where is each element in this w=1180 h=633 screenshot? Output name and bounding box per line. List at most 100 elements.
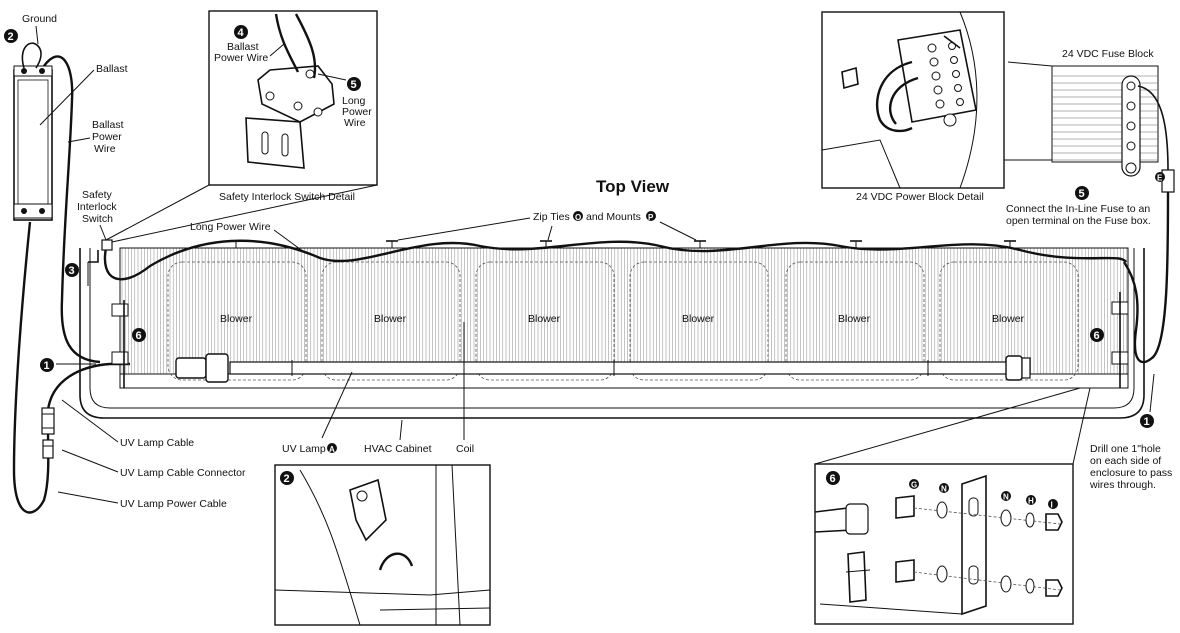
coil-label: Coil [456,443,474,455]
blowers: Blower Blower Blower Blower Blower Blowe… [167,261,1079,381]
blower-2: Blower [321,261,461,381]
power-block-terminal [956,98,964,106]
uv-lamp-cable-connector-label: UV Lamp Cable Connector [120,467,246,479]
drill-note-line-3: enclosure to pass [1090,467,1172,479]
lamp-mount-right [1111,292,1129,388]
uv-lamp-label: UV Lamp [282,443,326,455]
ground-label: Ground [22,13,57,25]
svg-text:1: 1 [44,360,50,372]
fuse-block-label: 24 VDC Fuse Block [1062,48,1154,60]
svg-text:N: N [941,485,947,494]
interlock-ballast-power-wire-label-2: Power Wire [214,52,268,64]
safety-interlock-switch [87,239,113,286]
marker-n-1: N [939,483,949,494]
fuse-note-line-2: open terminal on the Fuse box. [1006,215,1151,227]
coil [121,248,1128,374]
blower-3: Blower [475,261,615,381]
marker-g: G [909,479,919,490]
marker-4: 4 [234,25,248,39]
svg-text:2: 2 [284,473,290,485]
zip-tie-mounts [230,240,1016,248]
power-block-terminal [954,84,962,92]
interlock-detail-panel [208,10,378,186]
hvac-cabinet-label: HVAC Cabinet [364,443,432,455]
ballast-power-wire-label-1: Ballast [92,119,124,131]
interlock-long-power-wire-label-3: Wire [344,117,366,129]
fuse-block [1051,65,1159,177]
drill-note-line-4: wires through. [1089,479,1156,491]
power-block-terminal [933,85,943,95]
marker-i: I [1048,499,1058,510]
power-block-detail-caption: 24 VDC Power Block Detail [856,191,984,203]
blower-label: Blower [992,313,1025,325]
ballast [13,42,53,221]
svg-text:3: 3 [69,265,75,277]
zip-ties-label: Zip Ties [533,211,570,223]
marker-2-detail: 2 [280,471,294,485]
interlock-ballast-power-wire-label-1: Ballast [227,41,259,53]
drill-note-line-2: on each side of [1090,455,1161,467]
marker-h: H [1026,495,1036,506]
svg-text:6: 6 [1094,330,1100,342]
interlock-long-power-wire-label-2: Power [342,106,372,118]
interlock-detail-caption: Safety Interlock Switch Detail [219,191,355,203]
in-line-fuse [1161,169,1175,193]
marker-6-left: 6 [132,328,146,342]
marker-5-fuse: 5 [1075,186,1089,200]
power-block-terminal [952,70,960,78]
safety-interlock-switch-label-1: Safety [82,189,113,201]
long-power-wire [103,239,1128,281]
hvac-cabinet [79,248,1145,419]
marker-3: 3 [65,263,79,277]
power-block-terminal [950,56,958,64]
marker-5-interlock: 5 [347,77,361,91]
svg-text:I: I [1051,501,1053,510]
svg-text:1: 1 [1144,416,1150,428]
uv-lamp-cable-label: UV Lamp Cable [120,437,194,449]
blower-label: Blower [374,313,407,325]
marker-6-detail: 6 [826,471,840,485]
svg-text:4: 4 [238,27,245,39]
power-block-terminal [935,99,945,109]
svg-text:E: E [1157,174,1163,183]
long-power-wire-label: Long Power Wire [190,221,271,233]
blower-6: Blower [939,261,1079,381]
blower-label: Blower [220,313,253,325]
marker-a: A [327,443,337,454]
svg-text:N: N [1003,493,1009,502]
svg-text:2: 2 [8,31,14,43]
and-mounts-label: and Mounts [586,211,641,223]
interlock-long-power-wire-label-1: Long [342,95,366,107]
marker-1-left: 1 [40,358,54,372]
marker-p: P [646,211,656,222]
svg-text:A: A [329,445,335,454]
uv-lamp [175,353,1031,383]
blower-5: Blower [785,261,925,381]
marker-e: E [1155,172,1165,183]
detail-2-panel [274,464,491,626]
uv-lamp-cable-connector [41,407,55,459]
svg-text:6: 6 [830,473,836,485]
marker-6-right: 6 [1090,328,1104,342]
ballast-power-wire-label-3: Wire [94,143,116,155]
ballast-power-wire-label-2: Power [92,131,122,143]
power-block-terminal [931,71,941,81]
svg-text:5: 5 [1079,188,1085,200]
power-block-terminal [929,57,939,67]
marker-n-2: N [1001,491,1011,502]
safety-interlock-switch-label-2: Interlock [77,201,117,213]
blower-1: Blower [167,261,307,381]
marker-2-ballast: 2 [4,29,18,43]
lamp-mount-left [111,300,129,388]
marker-o: O [573,211,583,222]
blower-label: Blower [528,313,561,325]
svg-text:P: P [648,213,654,222]
blower-label: Blower [682,313,715,325]
fuse-note-line-1: Connect the In-Line Fuse to an [1006,203,1150,215]
safety-interlock-switch-label-3: Switch [82,213,113,225]
marker-1-right: 1 [1140,414,1154,428]
svg-text:6: 6 [136,330,142,342]
blower-label: Blower [838,313,871,325]
drill-note-line-1: Drill one 1"hole [1090,443,1161,455]
